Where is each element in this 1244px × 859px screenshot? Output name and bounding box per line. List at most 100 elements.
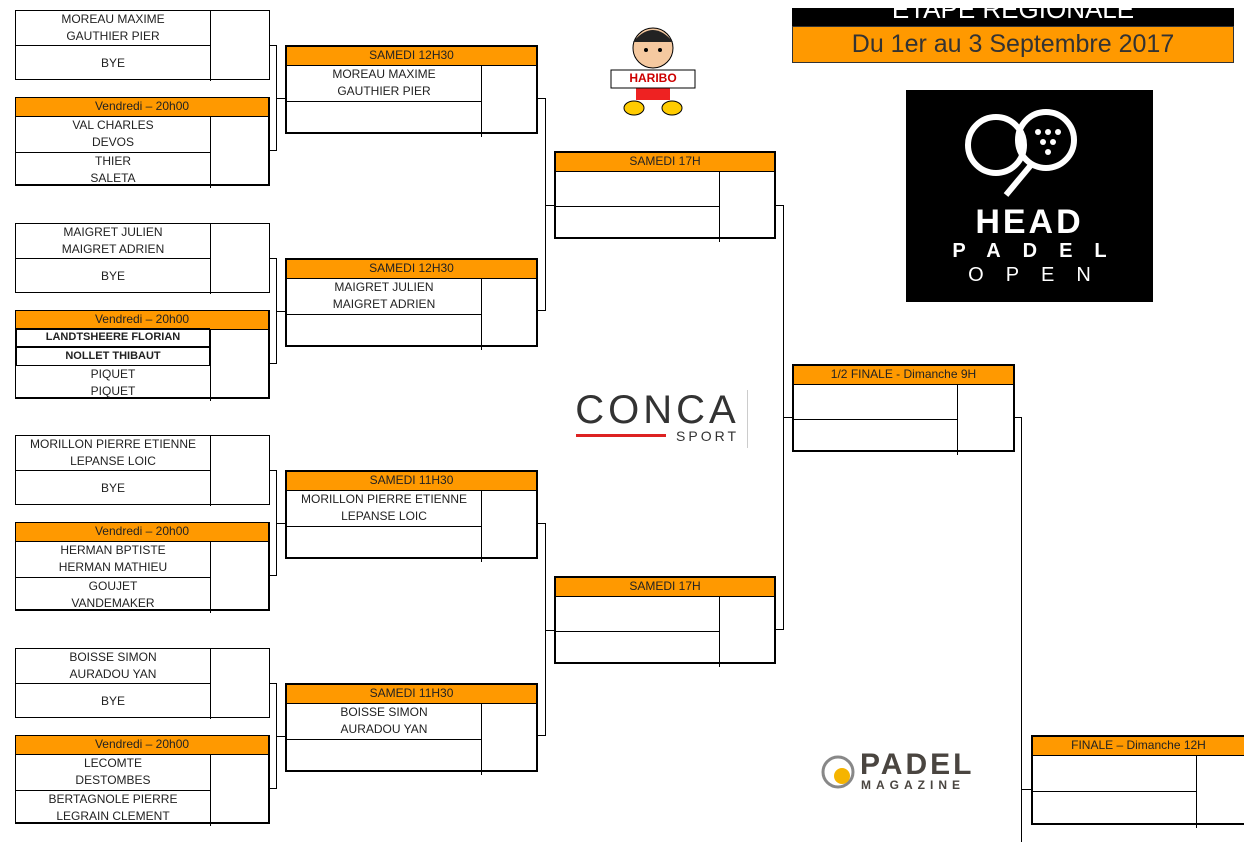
player-name: VANDEMAKER — [71, 596, 155, 611]
player-name: HERMAN BPTISTE — [60, 543, 166, 558]
event-dates: Du 1er au 3 Septembre 2017 — [851, 30, 1175, 58]
bracket-connector — [538, 98, 546, 311]
player-name: GAUTHIER PIER — [66, 29, 160, 43]
match-schedule-label: SAMEDI 11H30 — [287, 685, 536, 704]
player-name: MAIGRET ADRIEN — [332, 297, 436, 312]
bye-label: BYE — [100, 481, 125, 495]
team-slot — [556, 632, 719, 667]
bye-label: BYE — [100, 694, 125, 708]
score-cell[interactable] — [957, 385, 1013, 455]
score-cell[interactable] — [719, 597, 774, 667]
mascot-icon — [821, 755, 855, 789]
player-name: NOLLET THIBAUT — [16, 347, 210, 367]
bracket-connector — [277, 311, 285, 312]
team-slot — [794, 385, 957, 420]
team-slot: BYE — [16, 46, 210, 81]
bracket-connector — [277, 523, 285, 524]
player-name: THIER — [95, 154, 131, 169]
score-cell[interactable] — [481, 66, 536, 137]
player-name: DESTOMBES — [75, 773, 151, 788]
team-slot — [287, 527, 481, 563]
bracket-connector — [546, 630, 554, 631]
player-name: MOREAU MAXIME — [61, 12, 165, 26]
team-slot: PIQUET PIQUET — [16, 366, 210, 402]
bracket-connector — [784, 417, 792, 418]
team-slot — [287, 102, 481, 138]
player-name: LANDTSHEERE FLORIAN — [16, 328, 210, 348]
score-cell[interactable] — [719, 172, 774, 242]
player-name: MAIGRET JULIEN — [63, 225, 163, 239]
player-name: GAUTHIER PIER — [337, 84, 431, 99]
player-name: LEPANSE LOIC — [341, 509, 427, 524]
team-slot: BYE — [16, 684, 210, 719]
padel-magazine-logo: PADEL MAGAZINE — [818, 750, 978, 794]
player-name: PIQUET — [90, 384, 136, 399]
match-schedule-label: FINALE – Dimanche 12H — [1033, 737, 1244, 756]
match-schedule-label: Vendredi – 20h00 — [16, 736, 268, 755]
score-cell[interactable] — [210, 11, 269, 81]
player-name: LECOMTE — [83, 756, 142, 771]
player-name: MORILLON PIERRE ETIENNE — [29, 437, 197, 451]
player-name: AURADOU YAN — [340, 722, 428, 737]
score-cell[interactable] — [210, 117, 268, 188]
match-box: SAMEDI 17H — [554, 151, 776, 242]
match-box: 1/2 FINALE - Dimanche 9H — [792, 364, 1015, 455]
player-name: BOISSE SIMON — [340, 705, 428, 720]
racket-icon — [965, 109, 1077, 197]
player-name: HERMAN MATHIEU — [58, 560, 168, 575]
score-cell[interactable] — [210, 542, 268, 613]
match-box: SAMEDI 17H — [554, 576, 776, 667]
team-slot — [794, 420, 957, 455]
team-slot — [556, 172, 719, 207]
score-cell[interactable] — [210, 755, 268, 826]
bracket-connector — [1022, 789, 1031, 790]
score-cell[interactable] — [210, 224, 269, 294]
bracket-connector — [277, 98, 285, 99]
match-schedule-label: Vendredi – 20h00 — [16, 311, 268, 330]
match-schedule-label: 1/2 FINALE - Dimanche 9H — [794, 366, 1013, 385]
match-schedule-label: Vendredi – 20h00 — [16, 98, 268, 117]
score-cell[interactable] — [481, 491, 536, 562]
event-title: ETAPE REGIONALE — [891, 8, 1135, 24]
score-cell[interactable] — [210, 330, 268, 401]
player-name: VAL CHARLES — [72, 118, 154, 133]
player-name: BERTAGNOLE PIERRE — [48, 792, 178, 807]
team-slot: MOREAU MAXIME GAUTHIER PIER — [16, 11, 210, 46]
score-cell[interactable] — [1196, 756, 1244, 828]
bracket-connector — [270, 470, 277, 576]
team-slot: BYE — [16, 471, 210, 506]
bracket-connector — [546, 205, 554, 206]
player-name: MAIGRET JULIEN — [334, 280, 434, 295]
score-cell[interactable] — [481, 704, 536, 775]
team-slot: HERMAN BPTISTE HERMAN MATHIEU — [16, 542, 210, 578]
match-schedule-label: Vendredi – 20h00 — [16, 523, 268, 542]
bracket-connector — [270, 45, 277, 151]
player-name: PIQUET — [90, 367, 136, 382]
team-slot — [1033, 756, 1196, 792]
player-name: AURADOU YAN — [69, 667, 157, 681]
bracket-connector — [1015, 417, 1022, 842]
team-slot: MAIGRET JULIEN MAIGRET ADRIEN — [287, 279, 481, 315]
score-cell[interactable] — [210, 436, 269, 506]
score-cell[interactable] — [210, 649, 269, 719]
team-slot: LECOMTE DESTOMBES — [16, 755, 210, 791]
score-cell[interactable] — [481, 279, 536, 350]
match-box: MOREAU MAXIME GAUTHIER PIER BYE — [15, 10, 270, 81]
team-slot — [287, 740, 481, 776]
team-slot: BOISSE SIMON AURADOU YAN — [287, 704, 481, 740]
player-name: LEGRAIN CLEMENT — [56, 809, 170, 824]
player-name: GOUJET — [88, 579, 138, 594]
bracket-connector — [538, 523, 546, 736]
team-slot — [556, 597, 719, 632]
